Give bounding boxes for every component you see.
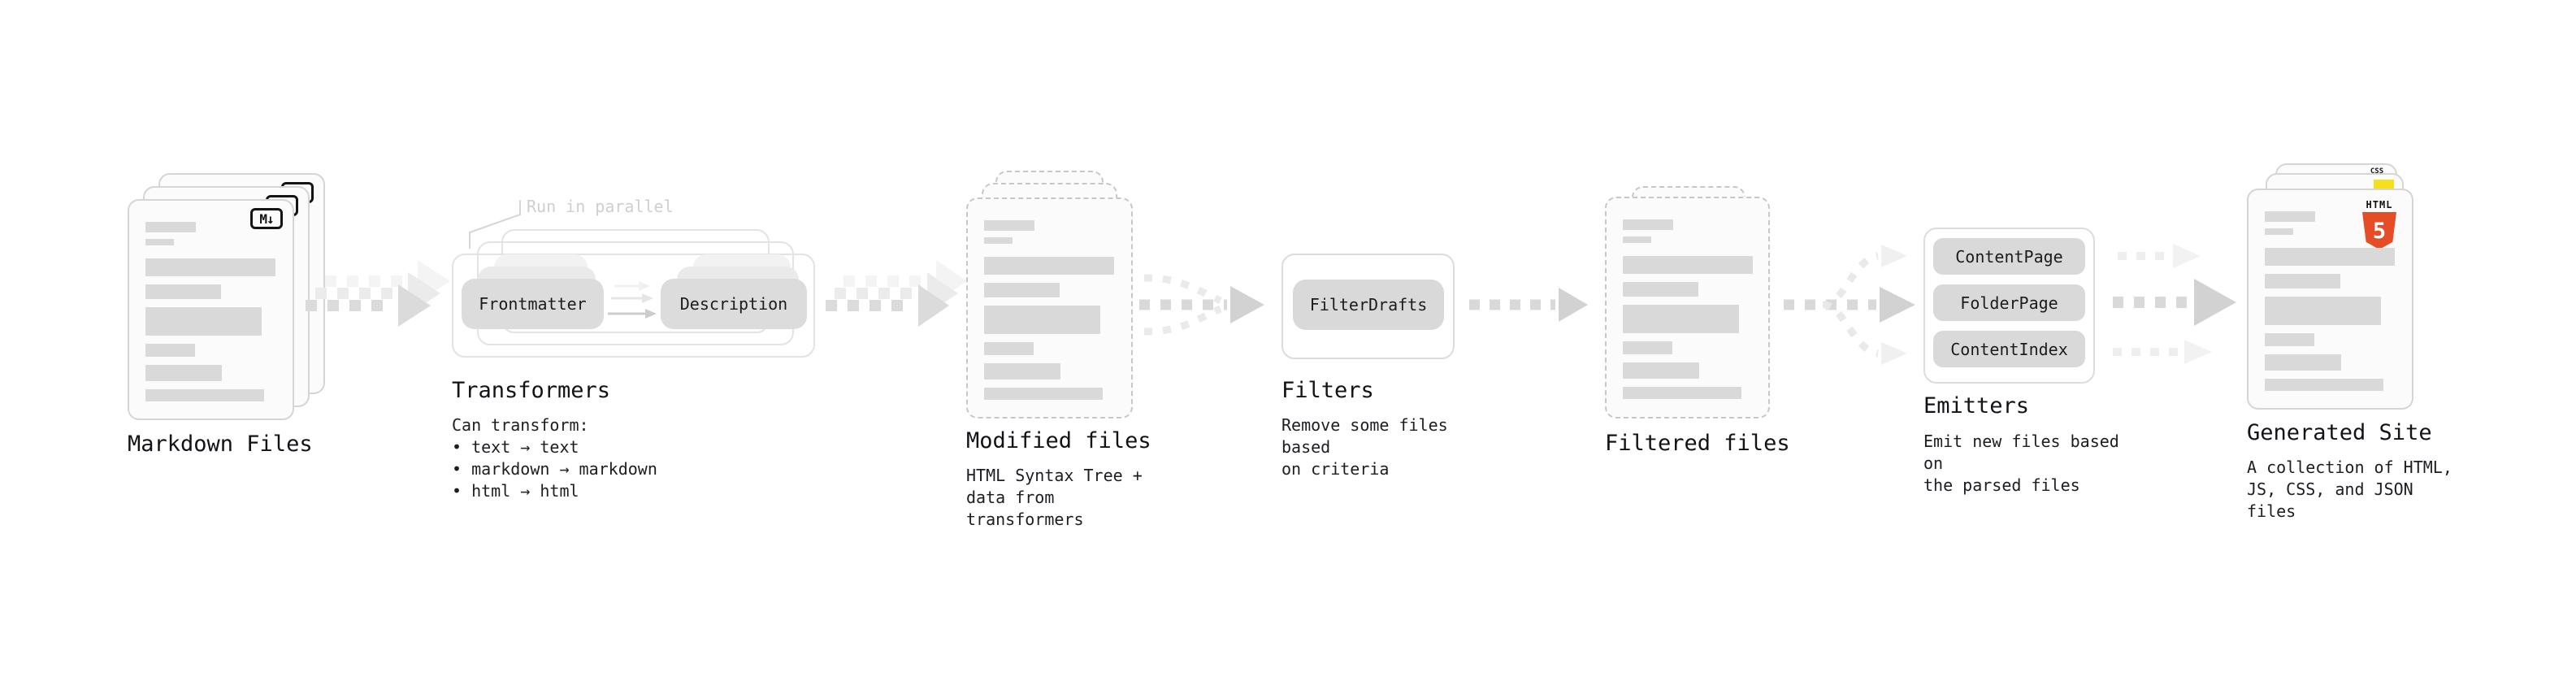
transformers-label: Transformers — [452, 378, 611, 403]
js-icon — [2374, 180, 2394, 189]
doc-line — [1623, 282, 1698, 297]
emitters-label: Emitters — [1923, 393, 2030, 419]
doc-line — [145, 222, 196, 232]
filters-description: Remove some files based on criteria — [1281, 415, 1448, 479]
emitters-description: Emit new files based on the parsed files — [1923, 432, 2119, 495]
transformer-container-front — [452, 254, 815, 358]
doc-line — [145, 239, 174, 245]
parallel-flow-arrows-icon — [2113, 244, 2236, 364]
doc-line — [984, 220, 1034, 231]
doc-line — [984, 306, 1100, 334]
run-in-parallel-annotation: Run in parallel — [527, 197, 674, 216]
doc-line — [1623, 387, 1741, 399]
flow-arrow-stacked-icon — [306, 260, 450, 327]
doc-line — [145, 389, 264, 401]
transformers-description: Can transform: • text → text • markdown … — [452, 415, 657, 501]
doc-line — [145, 307, 262, 336]
html5-icon: HTML 5 — [2358, 200, 2400, 249]
markdown-file-card-front: M↓ — [128, 199, 294, 420]
doc-line — [2265, 333, 2314, 346]
css-badge-text: CSS — [2370, 167, 2384, 176]
frontmatter-pill: Frontmatter — [462, 279, 604, 329]
parallel-arrows-icon — [608, 281, 657, 319]
filters-label: Filters — [1281, 378, 1374, 403]
flow-arrow-stacked-icon — [826, 260, 967, 327]
flow-arrow-icon — [1469, 288, 1588, 322]
doc-line — [2265, 211, 2315, 222]
doc-line — [984, 237, 1013, 244]
filterdrafts-pill: FilterDrafts — [1293, 280, 1444, 330]
html5-numeral: 5 — [2372, 218, 2387, 244]
diverge-arrow-icon — [1784, 245, 1915, 365]
doc-line — [145, 344, 195, 357]
modified-files-node: Modified files HTML Syntax Tree + data f… — [966, 171, 1169, 536]
transformers-node: Run in parallel Frontmatter Description … — [452, 195, 842, 536]
doc-line — [1623, 236, 1651, 243]
modified-files-label: Modified files — [966, 428, 1151, 453]
doc-line — [1623, 256, 1753, 274]
converge-arrow-icon — [1139, 274, 1264, 336]
doc-line — [2265, 354, 2341, 371]
doc-line — [984, 342, 1034, 355]
contentpage-pill: ContentPage — [1933, 238, 2085, 275]
doc-line — [145, 365, 222, 381]
annotation-leader-line — [469, 200, 521, 249]
doc-line — [984, 283, 1060, 297]
description-pill: Description — [661, 279, 807, 329]
filters-node: FilterDrafts Filters Remove some files b… — [1281, 254, 1493, 522]
doc-line — [984, 363, 1060, 380]
generated-site-node: CSS HTML 5 Generated Site A collection o… — [2247, 163, 2458, 529]
emitters-node: ContentPage FolderPage ContentIndex Emit… — [1923, 228, 2135, 520]
markdown-files-label: Markdown Files — [128, 432, 313, 457]
document-lines — [2265, 211, 2397, 391]
document-lines — [145, 222, 278, 401]
html-file-card: HTML 5 — [2247, 189, 2413, 410]
filtered-file-card-front — [1605, 197, 1770, 419]
doc-line — [984, 257, 1114, 275]
generated-site-label: Generated Site — [2247, 420, 2432, 445]
markdown-icon: M↓ — [250, 208, 283, 229]
document-lines — [984, 220, 1117, 400]
folderpage-pill: FolderPage — [1933, 284, 2085, 321]
doc-line — [984, 388, 1103, 400]
doc-line — [1623, 341, 1672, 354]
doc-line — [1623, 219, 1673, 230]
doc-line — [2265, 274, 2340, 288]
doc-line — [145, 284, 221, 299]
contentindex-pill: ContentIndex — [1933, 331, 2085, 367]
modified-file-card-front — [966, 197, 1133, 419]
doc-line — [2265, 297, 2381, 325]
doc-line — [2265, 379, 2383, 391]
modified-files-description: HTML Syntax Tree + data from transformer… — [966, 466, 1143, 529]
html5-caption: HTML — [2366, 199, 2393, 210]
document-lines — [1623, 219, 1754, 399]
markdown-files-node: M↓ M↓ M↓ Markdown Files — [128, 173, 331, 514]
doc-line — [1623, 305, 1739, 333]
generated-site-description: A collection of HTML, JS, CSS, and JSON … — [2247, 458, 2452, 521]
doc-line — [2265, 228, 2293, 235]
doc-line — [2265, 248, 2395, 266]
filtered-files-node: Filtered files — [1605, 186, 1808, 511]
doc-line — [1623, 362, 1699, 379]
filtered-files-label: Filtered files — [1605, 431, 1790, 456]
doc-line — [145, 258, 275, 276]
